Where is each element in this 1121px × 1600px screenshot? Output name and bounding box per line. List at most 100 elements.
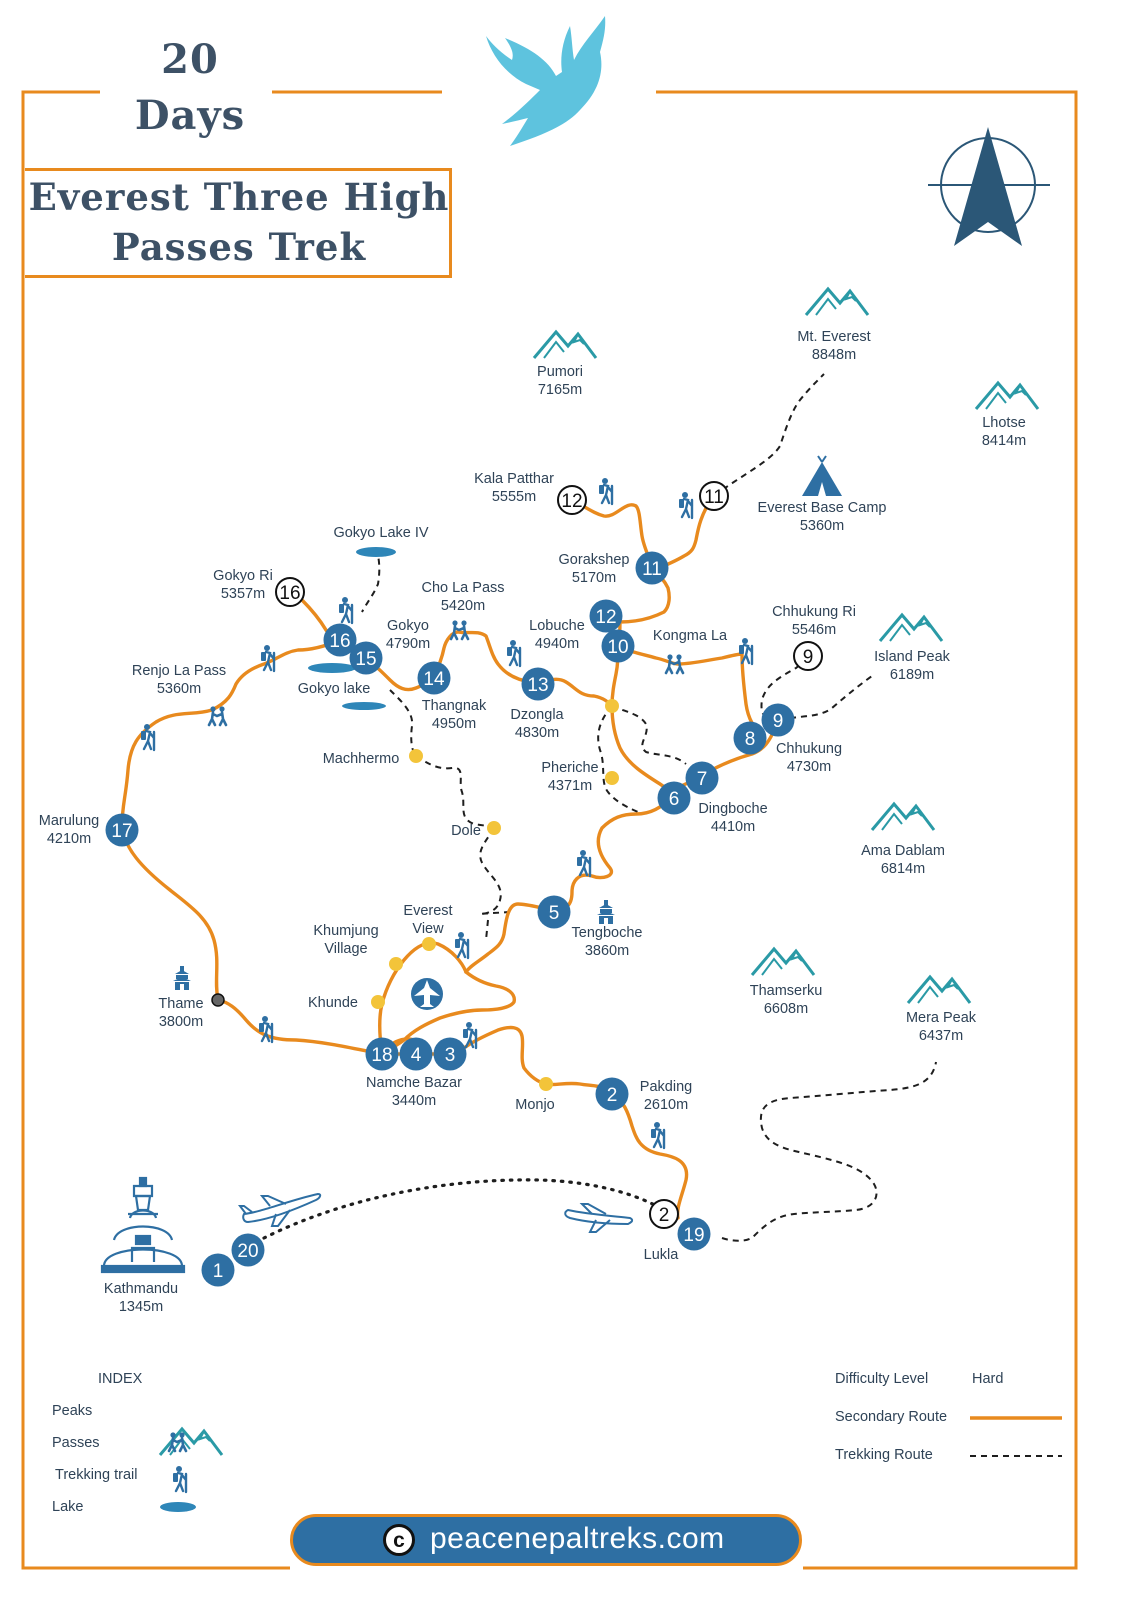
day-marker-label: 2 bbox=[607, 1085, 618, 1106]
label-monjo: Monjo bbox=[515, 1097, 555, 1113]
day-marker-label: 12 bbox=[595, 607, 616, 628]
day-marker-6 bbox=[657, 781, 691, 815]
day-marker-2 bbox=[595, 1077, 629, 1111]
day-marker-12 bbox=[589, 599, 623, 633]
day-marker-label: 20 bbox=[237, 1241, 258, 1262]
lakes bbox=[308, 547, 396, 710]
waypoint-dots bbox=[371, 699, 619, 1091]
day-marker-outline-16 bbox=[275, 577, 305, 607]
label-khunde: Khunde bbox=[308, 995, 358, 1011]
index-lake-label: Lake bbox=[52, 1499, 84, 1515]
legend-trekking-route-label: Trekking Route bbox=[835, 1447, 933, 1463]
day-marker-3 bbox=[433, 1037, 467, 1071]
day-marker-20 bbox=[231, 1233, 265, 1267]
website-link[interactable]: peacenepaltreks.com bbox=[430, 1522, 725, 1555]
day-marker-label: 5 bbox=[549, 903, 560, 924]
day-marker-16 bbox=[323, 623, 357, 657]
day-marker-15 bbox=[349, 641, 383, 675]
day-marker-17 bbox=[105, 813, 139, 847]
day-marker-5 bbox=[537, 895, 571, 929]
index-lake-icon bbox=[160, 1502, 196, 1512]
day-marker-outline-label: 11 bbox=[704, 487, 724, 508]
label-gokyo-lake-iv: Gokyo Lake IV bbox=[333, 525, 429, 541]
day-marker-outline-9 bbox=[793, 641, 823, 671]
label-gokyo-lake: Gokyo lake bbox=[297, 681, 371, 697]
day-marker-9 bbox=[761, 703, 795, 737]
day-marker-outline-12 bbox=[557, 485, 587, 515]
lhotse-peak-icon bbox=[974, 381, 1040, 411]
day-marker-4 bbox=[399, 1037, 433, 1071]
day-marker-label: 10 bbox=[607, 637, 628, 658]
day-marker-label: 8 bbox=[745, 729, 756, 750]
flight-path bbox=[262, 1178, 666, 1240]
legend-secondary-route-label: Secondary Route bbox=[835, 1409, 948, 1425]
day-marker-label: 3 bbox=[445, 1045, 456, 1066]
day-marker-label: 13 bbox=[527, 675, 548, 696]
footer-banner bbox=[290, 1514, 802, 1566]
mera-peak-icon bbox=[906, 975, 972, 1005]
label-machhermo: Machhermo bbox=[322, 751, 400, 767]
day-marker-label: 16 bbox=[329, 631, 350, 652]
bird-logo bbox=[486, 16, 606, 146]
day-marker-label: 1 bbox=[213, 1261, 224, 1282]
day-marker-outline-label: 12 bbox=[561, 491, 582, 512]
index-peaks-label: Peaks bbox=[52, 1403, 93, 1419]
pumori-peak-icon bbox=[532, 330, 598, 360]
day-marker-11 bbox=[635, 551, 669, 585]
label-kongma-la: Kongma La bbox=[652, 628, 728, 644]
day-marker-outline-label: 16 bbox=[279, 583, 300, 604]
title-box bbox=[25, 168, 452, 278]
day-marker-1 bbox=[201, 1253, 235, 1287]
legend-difficulty-label: Difficulty Level bbox=[835, 1371, 929, 1387]
day-marker-label: 7 bbox=[697, 769, 708, 790]
day-marker-8 bbox=[733, 721, 767, 755]
index-passes-label: Passes bbox=[52, 1435, 100, 1451]
title-line-2: Passes Trek bbox=[111, 225, 367, 269]
day-marker-label: 14 bbox=[423, 669, 445, 690]
day-marker-7 bbox=[685, 761, 719, 795]
everest-peak-icon bbox=[804, 287, 870, 317]
day-marker-outline-2 bbox=[649, 1199, 679, 1229]
base-camp-tent-icon bbox=[802, 455, 842, 496]
days-number: 20 bbox=[161, 36, 219, 83]
day-marker-label: 4 bbox=[411, 1045, 422, 1066]
day-marker-label: 11 bbox=[642, 559, 662, 580]
days-heading: 20 Days bbox=[120, 32, 260, 144]
day-marker-14 bbox=[417, 661, 451, 695]
days-word: Days bbox=[134, 92, 246, 139]
day-marker-outline-label: 2 bbox=[659, 1205, 670, 1226]
day-marker-10 bbox=[601, 629, 635, 663]
island-peak-icon bbox=[878, 613, 944, 643]
day-marker-label: 15 bbox=[355, 649, 376, 670]
label-lukla: Lukla bbox=[643, 1247, 679, 1263]
day-marker-13 bbox=[521, 667, 555, 701]
frame bbox=[21, 90, 1078, 1570]
thamserku-peak-icon bbox=[750, 947, 816, 977]
